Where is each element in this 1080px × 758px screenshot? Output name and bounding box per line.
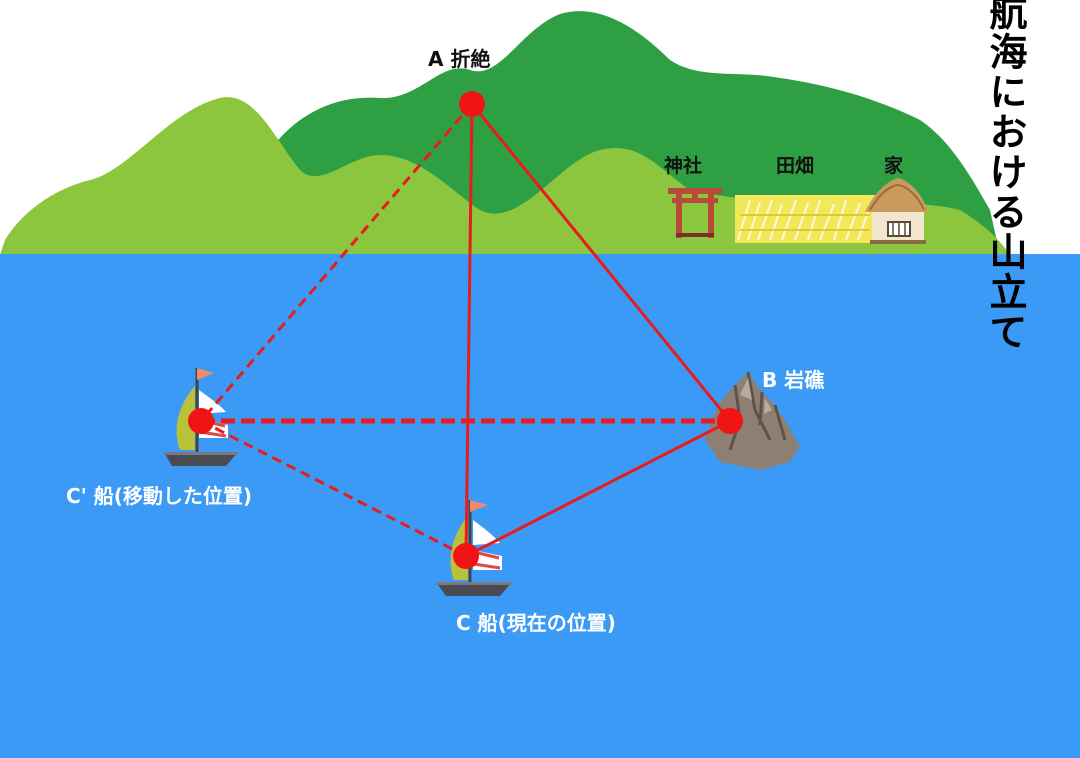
- torii-icon: [668, 188, 722, 238]
- line-c-b: [465, 419, 731, 558]
- sailboat-c-prime-icon: [164, 368, 238, 466]
- dashed-lines: [199, 103, 730, 558]
- line-a-c-prime: [199, 103, 474, 422]
- line-c-prime-c: [200, 419, 467, 558]
- sea: [0, 254, 1080, 758]
- point-a: [459, 91, 485, 117]
- point-c: [453, 543, 479, 569]
- line-a-c: [464, 103, 474, 557]
- line-a-b: [470, 103, 732, 422]
- label-a: A 折絶: [428, 47, 490, 71]
- house-icon: [865, 178, 928, 244]
- label-shrine: 神社: [664, 154, 702, 177]
- point-c-prime: [188, 408, 214, 434]
- title-vertical: 航海における山立て: [983, 0, 1027, 352]
- solid-lines: [464, 103, 732, 558]
- label-c: C 船(現在の位置): [456, 611, 616, 635]
- label-field: 田畑: [776, 155, 814, 177]
- label-b: B 岩礁: [762, 368, 824, 392]
- label-house: 家: [884, 154, 904, 177]
- point-b: [717, 408, 743, 434]
- field-icon: [735, 195, 875, 243]
- label-c-prime: C' 船(移動した位置): [66, 484, 252, 508]
